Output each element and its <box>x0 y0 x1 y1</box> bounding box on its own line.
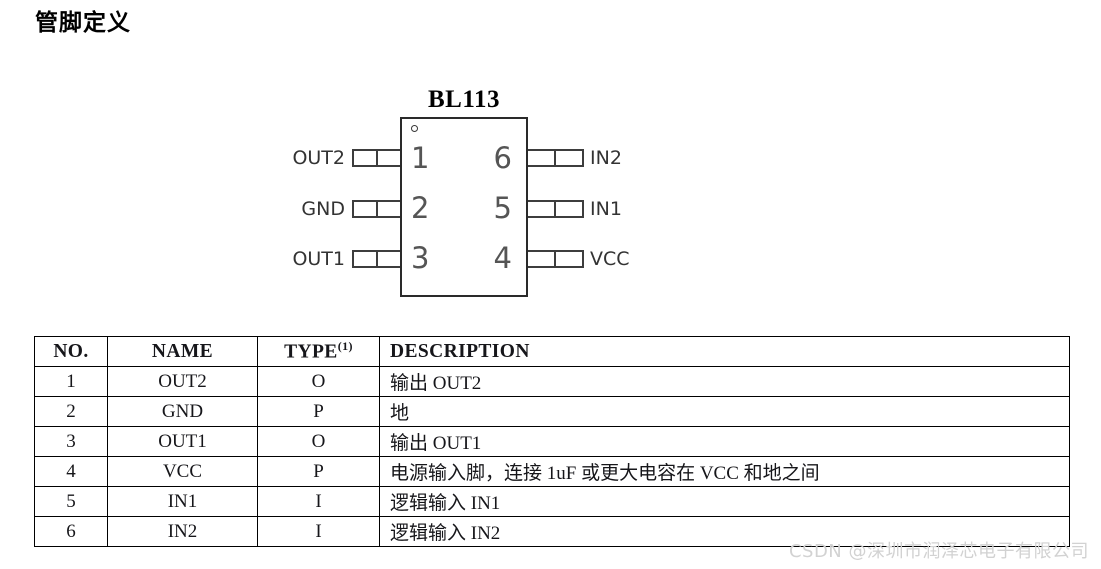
cell-type: I <box>257 486 380 517</box>
cell-name: VCC <box>107 456 258 487</box>
pin-number-2: 2 <box>411 191 430 225</box>
cell-type: P <box>257 456 380 487</box>
lead-segment-inner <box>526 149 557 167</box>
lead-segment-outer <box>352 149 379 167</box>
lead-segment-outer <box>553 149 584 167</box>
pin-lead-4 <box>526 250 584 268</box>
cell-type: O <box>257 426 380 457</box>
column-header-type-text: TYPE <box>284 341 338 363</box>
table-row: 5 IN1 I 逻辑输入 IN1 <box>34 486 1070 517</box>
pin-number-6: 6 <box>493 141 512 175</box>
pin-lead-1 <box>352 149 402 167</box>
chip-name-label: BL113 <box>428 86 500 113</box>
pin-label-vcc: VCC <box>590 248 630 270</box>
lead-segment-inner <box>375 200 402 218</box>
pin-label-out1: OUT1 <box>292 248 345 270</box>
lead-segment-inner <box>526 250 557 268</box>
pin-number-4: 4 <box>493 241 512 275</box>
cell-name: IN1 <box>107 486 258 517</box>
pin-label-out2: OUT2 <box>292 147 345 169</box>
pin-lead-6 <box>526 149 584 167</box>
pin-lead-3 <box>352 250 402 268</box>
table-row: 2 GND P 地 <box>34 396 1070 427</box>
cell-description: 逻辑输入 IN1 <box>379 486 1070 517</box>
cell-description: 电源输入脚，连接 1uF 或更大电容在 VCC 和地之间 <box>379 456 1070 487</box>
cell-name: GND <box>107 396 258 427</box>
column-header-no: NO. <box>34 336 108 367</box>
table-row: 4 VCC P 电源输入脚，连接 1uF 或更大电容在 VCC 和地之间 <box>34 456 1070 487</box>
lead-segment-inner <box>375 149 402 167</box>
table-row: 1 OUT2 O 输出 OUT2 <box>34 366 1070 397</box>
column-header-description: DESCRIPTION <box>379 336 1070 367</box>
lead-segment-inner <box>526 200 557 218</box>
lead-segment-outer <box>352 200 379 218</box>
lead-segment-outer <box>553 200 584 218</box>
lead-segment-outer <box>553 250 584 268</box>
cell-name: IN2 <box>107 516 258 547</box>
cell-description: 输出 OUT1 <box>379 426 1070 457</box>
column-header-type-footnote: (1) <box>337 339 353 354</box>
column-header-name: NAME <box>107 336 258 367</box>
pin-number-5: 5 <box>493 191 512 225</box>
pin-label-in2: IN2 <box>590 147 622 169</box>
lead-segment-outer <box>352 250 379 268</box>
cell-type: I <box>257 516 380 547</box>
cell-no: 6 <box>34 516 108 547</box>
page-title: 管脚定义 <box>35 10 131 36</box>
table-row: 3 OUT1 O 输出 OUT1 <box>34 426 1070 457</box>
pin-1-marker-icon <box>411 125 418 132</box>
lead-segment-inner <box>375 250 402 268</box>
column-header-type: TYPE(1) <box>257 336 380 367</box>
cell-type: O <box>257 366 380 397</box>
table-header-row: NO. NAME TYPE(1) DESCRIPTION <box>34 336 1070 367</box>
cell-description: 逻辑输入 IN2 <box>379 516 1070 547</box>
pin-number-1: 1 <box>411 141 430 175</box>
cell-no: 2 <box>34 396 108 427</box>
table-row: 6 IN2 I 逻辑输入 IN2 <box>34 516 1070 547</box>
cell-no: 1 <box>34 366 108 397</box>
cell-no: 3 <box>34 426 108 457</box>
cell-no: 4 <box>34 456 108 487</box>
pin-lead-2 <box>352 200 402 218</box>
pin-number-3: 3 <box>411 241 430 275</box>
cell-description: 输出 OUT2 <box>379 366 1070 397</box>
cell-description: 地 <box>379 396 1070 427</box>
cell-no: 5 <box>34 486 108 517</box>
pin-label-gnd: GND <box>301 198 345 220</box>
cell-name: OUT1 <box>107 426 258 457</box>
pin-lead-5 <box>526 200 584 218</box>
pin-description-table: NO. NAME TYPE(1) DESCRIPTION 1 OUT2 O 输出… <box>34 336 1070 547</box>
cell-type: P <box>257 396 380 427</box>
chip-body-outline: 1 2 3 6 5 4 <box>400 117 528 297</box>
cell-name: OUT2 <box>107 366 258 397</box>
pin-label-in1: IN1 <box>590 198 622 220</box>
pin-definition-diagram: BL113 OUT2 GND OUT1 IN2 IN1 VCC 1 2 3 6 … <box>0 70 1101 320</box>
csdn-watermark: CSDN @深圳市润泽芯电子有限公司 <box>788 541 1089 562</box>
